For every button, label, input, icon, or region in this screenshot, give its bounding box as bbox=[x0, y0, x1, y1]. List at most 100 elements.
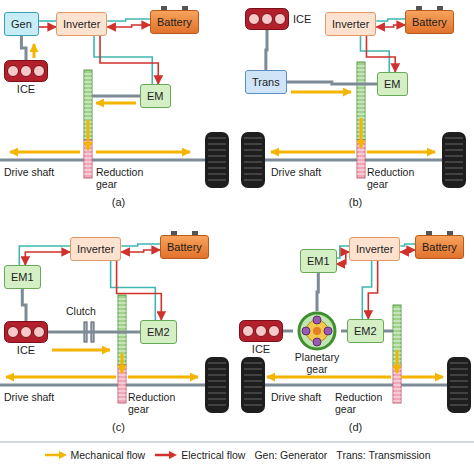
cylinder bbox=[21, 66, 32, 77]
gear-teeth bbox=[357, 94, 365, 95]
legend-item: Electrical flow bbox=[154, 449, 245, 461]
ring-gear bbox=[299, 313, 335, 349]
gear-teeth bbox=[393, 321, 401, 322]
wheel-tread bbox=[450, 393, 468, 394]
gear-teeth bbox=[357, 66, 365, 67]
mechanical-shaft bbox=[48, 332, 140, 333]
gear-teeth bbox=[393, 341, 401, 342]
electrical-flow-line bbox=[100, 36, 158, 84]
node-text: Inverter bbox=[332, 18, 369, 30]
gear-teeth bbox=[393, 329, 401, 330]
wheel bbox=[241, 357, 265, 413]
wheel-tread bbox=[244, 369, 262, 370]
node-text: Battery bbox=[412, 16, 447, 28]
gear-teeth bbox=[357, 110, 365, 111]
label-text: Drive shaft bbox=[4, 391, 54, 403]
gear-teeth bbox=[393, 389, 401, 390]
label-text: Reduction gear bbox=[335, 391, 382, 415]
inverter-box: Inverter bbox=[70, 237, 121, 261]
gear-teeth bbox=[357, 86, 365, 87]
motor-box: EM bbox=[140, 84, 171, 108]
drive-shaft-label: Drive shaft bbox=[4, 391, 54, 403]
wheel-tread bbox=[244, 168, 262, 169]
battery-terminal bbox=[161, 6, 167, 10]
wheel-tread bbox=[208, 363, 226, 364]
node-text: Inverter bbox=[356, 243, 393, 255]
legend-head bbox=[59, 451, 67, 459]
gear-teeth bbox=[357, 170, 365, 171]
wheel-tread bbox=[445, 162, 463, 163]
battery-terminal bbox=[171, 231, 177, 235]
legend-sample bbox=[44, 450, 68, 460]
gear-teeth bbox=[84, 118, 92, 119]
gear-teeth bbox=[84, 98, 92, 99]
legend-line bbox=[45, 454, 60, 457]
shaft-line bbox=[287, 82, 377, 84]
gear-teeth bbox=[393, 381, 401, 382]
motor-box: EM bbox=[377, 72, 408, 96]
shaft-line bbox=[266, 30, 267, 70]
gear-teeth bbox=[357, 78, 365, 79]
wheel-tread bbox=[450, 369, 468, 370]
label-text: (a) bbox=[112, 196, 125, 208]
engine-shape bbox=[239, 320, 283, 342]
battery-terminal bbox=[447, 231, 453, 235]
mechanical-flow-arrow bbox=[401, 376, 443, 379]
gear-teeth bbox=[84, 158, 92, 159]
legend-text: Gen: Generator bbox=[254, 449, 327, 461]
wheel-tread bbox=[244, 387, 262, 388]
gear-teeth bbox=[118, 395, 126, 396]
wheel bbox=[241, 132, 265, 188]
engine-body bbox=[5, 61, 48, 82]
mechanical-flow-arrow bbox=[291, 91, 351, 94]
wire-line bbox=[39, 20, 56, 22]
gear-teeth bbox=[84, 106, 92, 107]
panel-label: (a) bbox=[0, 196, 237, 208]
gear-teeth bbox=[393, 385, 401, 386]
wheel-tread bbox=[450, 399, 468, 400]
gear-teeth bbox=[118, 375, 126, 376]
wheel-tread bbox=[244, 180, 262, 181]
gear-teeth bbox=[357, 82, 365, 83]
motor-shaft bbox=[92, 95, 140, 98]
gear-teeth bbox=[84, 174, 92, 175]
wheel bbox=[447, 357, 471, 413]
motor-box: EM2 bbox=[140, 320, 177, 344]
wire-line bbox=[94, 36, 152, 84]
gear-teeth bbox=[118, 351, 126, 352]
label-text: (c) bbox=[112, 421, 125, 433]
gear-teeth bbox=[84, 90, 92, 91]
gear-teeth bbox=[118, 319, 126, 320]
wheel-tread bbox=[208, 168, 226, 169]
battery-terminal bbox=[426, 231, 432, 235]
shaft-line bbox=[21, 36, 26, 60]
gear-teeth bbox=[357, 74, 365, 75]
electrical-flow-line bbox=[400, 250, 415, 252]
gear-teeth bbox=[393, 333, 401, 334]
wheel-tread bbox=[450, 405, 468, 406]
gear-teeth bbox=[84, 74, 92, 75]
wire-line bbox=[362, 261, 371, 319]
wheel-tread bbox=[244, 174, 262, 175]
reduction-gear-label: Reduction gear bbox=[128, 391, 184, 415]
gear-teeth bbox=[84, 82, 92, 83]
planetary-gear-shape bbox=[297, 311, 337, 351]
electrical-link bbox=[94, 36, 158, 84]
wire-line bbox=[376, 19, 405, 21]
sun-gear bbox=[313, 327, 321, 335]
wheel-tread bbox=[208, 393, 226, 394]
engine-block: ICE bbox=[4, 60, 48, 96]
cylinder bbox=[275, 14, 286, 25]
mechanical-flow-arrow bbox=[271, 151, 355, 154]
electrical-flow-line bbox=[376, 25, 405, 27]
legend-item: Mechanical flow bbox=[44, 449, 146, 461]
node-text: Battery bbox=[422, 241, 457, 253]
inverter-box: Inverter bbox=[56, 12, 107, 36]
legend-text: Electrical flow bbox=[181, 449, 245, 461]
planet-pinion bbox=[302, 327, 310, 335]
mechanical-shaft bbox=[266, 30, 267, 70]
wheel-tread bbox=[450, 363, 468, 364]
wheel-tread bbox=[208, 174, 226, 175]
battery-terminal bbox=[416, 6, 422, 10]
motor-box: EM1 bbox=[4, 265, 41, 289]
